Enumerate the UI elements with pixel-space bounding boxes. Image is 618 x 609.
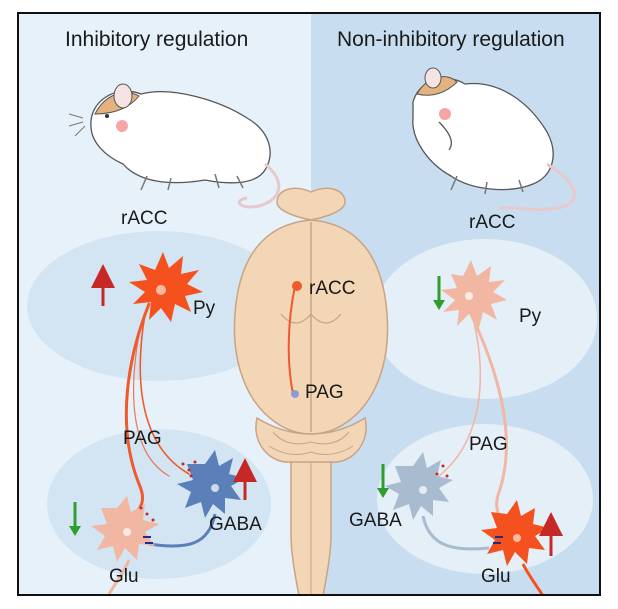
left-glu-down-arrow [69,502,81,536]
left-glu-neuron [91,496,159,594]
right-pag-label: PAG [469,434,508,455]
left-pag-region [47,429,271,579]
brain-racc-dot [292,281,302,291]
brain-pag-label: PAG [305,382,344,403]
right-panel-title: Non-inhibitory regulation [337,28,565,51]
right-gaba-down-arrow [377,464,389,498]
right-gaba-label: GABA [349,510,402,531]
right-py-down-arrow [433,276,445,310]
left-racc-label: rACC [121,208,168,229]
right-gaba-neuron [385,452,490,551]
left-pag-label: PAG [123,428,162,449]
left-py-neuron [129,252,203,322]
brain-racc-label: rACC [309,278,356,299]
right-glu-label: Glu [481,566,511,587]
left-panel-title: Inhibitory regulation [65,28,249,51]
left-mouse-illustration [68,83,281,209]
figure-frame: Inhibitory regulation Non-inhibitory reg… [17,12,601,596]
left-gaba-label: GABA [209,514,262,535]
diagram-artwork [27,67,597,594]
brain-pag-dot [291,390,299,398]
left-glu-label: Glu [109,566,139,587]
right-py-neuron [441,260,507,328]
right-mouse-illustration [412,67,576,211]
left-synapse-dots [139,460,197,544]
right-racc-label: rACC [469,212,516,233]
left-py-label: Py [193,298,216,319]
right-glu-neuron [481,500,549,594]
right-synapse-dots [435,464,503,544]
left-gaba-neuron [148,450,245,548]
brain-illustration [233,187,389,594]
right-racc-region [373,239,597,399]
right-py-label: Py [519,306,542,327]
